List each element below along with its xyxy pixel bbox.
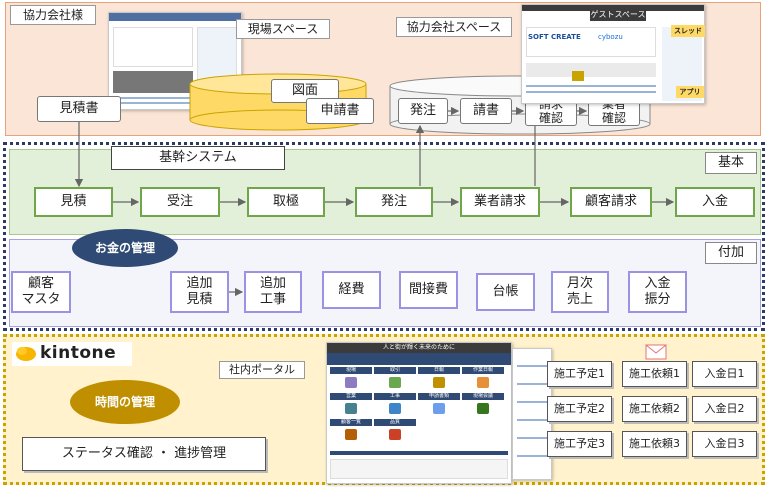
site-space-label: 現場スペース [236,19,330,39]
portal-tile-label: 申請書類 [418,393,460,400]
portal-tile-icon [345,403,357,414]
portal-tile[interactable]: 品質 [374,419,416,443]
schedule-payment-3: 入金日3 [692,431,757,457]
portal-tile-label: 作業日報 [462,367,504,374]
portal-tile-icon [345,429,357,440]
partner-region-label: 協力会社様 [10,5,96,25]
envelope-icon [645,344,667,360]
portal-tile-icon [433,403,445,414]
step-customer-invoice: 顧客請求 [570,187,652,217]
schedule-request-3: 施工依頼3 [622,431,687,457]
schedule-plan-2: 施工予定2 [547,396,612,422]
portal-tile[interactable]: 営業 [330,393,372,417]
addon-customer-master: 顧客 マスタ [11,271,71,313]
portal-tile[interactable]: 顧客一覧 [330,419,372,443]
basic-label: 基本 [705,152,757,174]
addon-monthly-sales: 月次 売上 [551,271,609,313]
schedule-plan-3: 施工予定3 [547,431,612,457]
kintone-logo-icon [16,347,36,361]
portal-tile-label: 取引 [374,367,416,374]
schedule-payment-1: 入金日1 [692,361,757,387]
application-doc: 申請書 [306,98,374,124]
estimate-doc: 見積書 [37,96,121,122]
addon-label: 付加 [705,242,757,264]
step-order-placed: 発注 [355,187,433,217]
portal-tile-label: 営業 [330,393,372,400]
portal-tile[interactable]: 取引 [374,367,416,391]
addon-expenses: 経費 [322,271,381,309]
schedule-payment-2: 入金日2 [692,396,757,422]
step-estimate: 見積 [34,187,113,217]
kintone-logo: kintone [12,342,132,366]
guest-space-label: ゲストスペース [590,9,646,21]
portal-tile-icon [389,403,401,414]
portal-label: 社内ポータル [219,361,305,379]
portal-tile-icon [389,429,401,440]
portal-tile[interactable]: 工事 [374,393,416,417]
core-system-region [3,142,765,331]
softcreate-logo: SOFT CREATE [528,33,581,41]
step-agreement: 取極 [247,187,325,217]
cybozu-logo: cybozu [598,33,623,41]
portal-tile[interactable]: 日報 [418,367,460,391]
app-label: アプリ [676,86,704,98]
cyl-acceptance: 請書 [460,98,512,124]
portal-tile-label: 品質 [374,419,416,426]
portal-tile[interactable]: 申請書類 [418,393,460,417]
addon-extra-estimate: 追加 見積 [170,271,229,313]
portal-tile[interactable]: 現場 [330,367,372,391]
schedule-request-2: 施工依頼2 [622,396,687,422]
time-management-ellipse: 時間の管理 [70,380,180,424]
portal-tile-label: 工事 [374,393,416,400]
step-order-received: 受注 [140,187,220,217]
core-system-label: 基幹システム [111,146,285,170]
portal-tile-icon [389,377,401,388]
step-vendor-invoice: 業者請求 [460,187,540,217]
portal-tile-label: 日報 [418,367,460,374]
addon-overhead: 間接費 [399,271,458,309]
cyl-order: 発注 [398,98,448,124]
portal-tile-label: 現場 [330,367,372,374]
portal-tile-icon [433,377,445,388]
portal-tile-label: 顧客一覧 [330,419,372,426]
status-progress-box: ステータス確認 ・ 進捗管理 [22,437,266,471]
step-payment: 入金 [675,187,755,217]
addon-ledger: 台帳 [476,273,535,311]
portal-screenshot: 人と街が輝く未来のために 現場取引日報作業日報営業工事申請書類現場会議顧客一覧品… [326,342,512,484]
partner-space-label: 協力会社スペース [396,17,512,37]
portal-tile-label: 現場会議 [462,393,504,400]
addon-extra-work: 追加 工事 [244,271,302,313]
portal-tile[interactable]: 現場会議 [462,393,504,417]
portal-tile-icon [477,403,489,414]
addon-payment-allocation: 入金 振分 [628,271,687,313]
portal-tile-icon [345,377,357,388]
portal-tile-icon [477,377,489,388]
portal-tile[interactable]: 作業日報 [462,367,504,391]
thread-label: スレッド [671,25,705,37]
schedule-plan-1: 施工予定1 [547,361,612,387]
portal-sidebar-screenshot [512,348,552,480]
schedule-request-1: 施工依頼1 [622,361,687,387]
money-management-ellipse: お金の管理 [72,229,178,267]
